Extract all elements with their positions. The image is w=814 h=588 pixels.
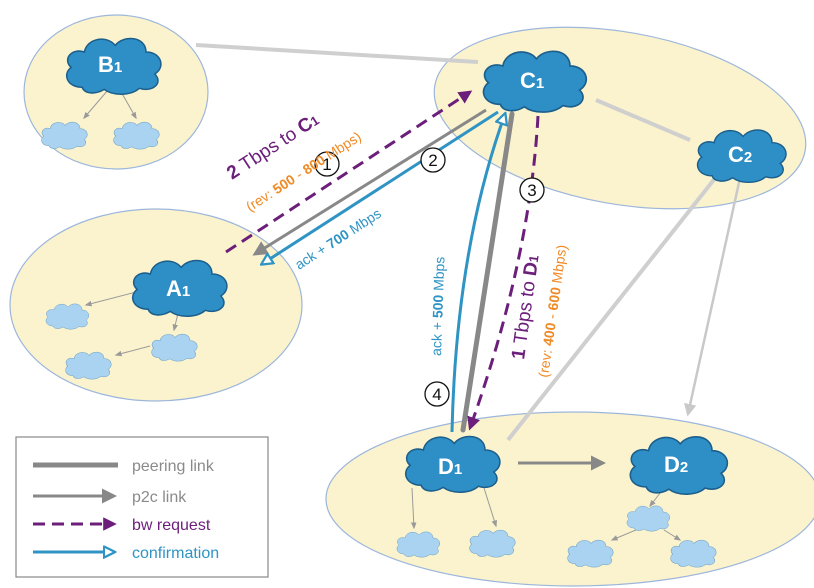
svg-text:1: 1 [322,155,331,174]
node-b1: B1 [65,37,162,96]
p2c-link-d1-customer-2 [483,487,497,528]
node-d2: D2 [629,435,729,496]
confirmation-d1-to-c1 [450,114,505,433]
svg-text:C2: C2 [728,142,752,167]
svg-text:B1: B1 [98,52,122,77]
svg-text:peering link: peering link [132,458,215,475]
svg-text:bw request: bw request [132,517,211,534]
svg-text:C1: C1 [520,68,544,93]
step-marker-3: 3 [519,177,545,203]
peering-link-c1-d1 [460,111,515,433]
node-a1: A1 [131,259,228,318]
svg-text:p2c link: p2c link [132,489,187,506]
confirmation-c1-to-a1 [262,110,499,264]
svg-text:2: 2 [428,151,437,170]
p2c-link-a1-customer-3 [114,345,151,357]
peering-link-c1-c2 [595,98,691,142]
svg-text:D1: D1 [438,454,462,479]
svg-text:A1: A1 [166,276,190,301]
peering-link-c2-d1 [506,170,722,442]
node-d1: D1 [404,435,501,494]
svg-text:confirmation: confirmation [132,545,219,562]
step-marker-4: 4 [424,381,450,407]
svg-text:D2: D2 [664,452,688,477]
p2c-link-c2-d2 [684,177,742,417]
legend-item-bw-request: bw request [33,517,211,534]
request-label-d1: 1 Tbps to D1 [508,254,543,361]
p2c-link-c1-a1 [252,108,487,256]
node-c1: C1 [482,50,588,114]
legend-item-confirmation: confirmation [33,545,219,562]
bw-request-c1-to-d1 [467,115,540,431]
legend-item-p2c: p2c link [33,488,187,506]
svg-text:3: 3 [527,181,536,200]
legend-item-peering: peering link [33,458,215,475]
p2c-link-d1-customer-1 [410,487,417,530]
svg-text:4: 4 [432,385,441,404]
bw-request-a1-to-c1 [225,90,473,254]
ack-label-d1: ack + 500 Mbps [428,256,447,356]
p2c-link-b1-customer-1 [83,89,109,120]
p2c-link-d2-customer-3 [663,529,682,541]
step-marker-1: 1 [314,151,340,177]
peering-link-b1-c1 [195,43,479,64]
step-marker-2: 2 [420,147,446,173]
legend: peering link p2c link bw request confirm… [15,436,269,578]
node-c2: C2 [696,129,787,184]
p2c-link-d2-customer-2 [610,529,637,541]
revenue-label-d1: (rev: 400 - 600 Mbps) [535,244,569,379]
